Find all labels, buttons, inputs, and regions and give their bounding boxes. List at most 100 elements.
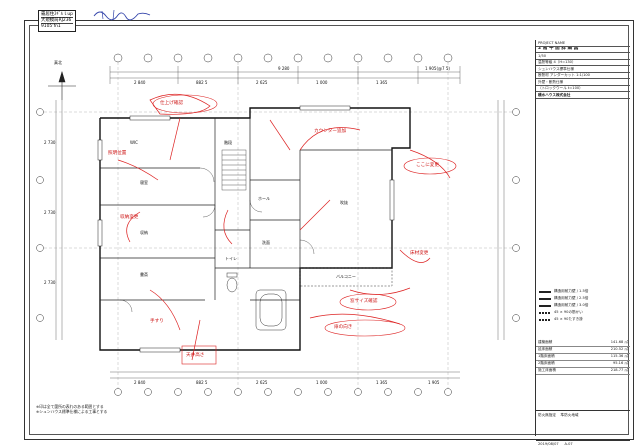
dim-total-top: 9 280: [278, 66, 290, 71]
north-arrow: [48, 70, 76, 100]
area-value: 95.16 ㎡: [612, 361, 628, 365]
tb-title: 2 階 平 面 詳 細 図: [536, 47, 630, 53]
legend-item: 構造用耐力壁 / 1.5倍: [536, 288, 630, 295]
tb-maker: 積水ハウス株式会社: [536, 92, 630, 99]
title-block: PROJECT NAME 2 階 平 面 詳 細 図 1/50 温熱等級 4（H…: [535, 40, 630, 446]
red-note-3: ここに変更: [416, 163, 439, 168]
legend-label: 構造用耐力壁 / 3.0倍: [554, 303, 589, 308]
room-label-toilet: トイレ: [225, 256, 237, 261]
legend-swatch: [539, 297, 551, 300]
dim-top-6: 1 905(@7 5): [425, 66, 450, 71]
fire-zone-box: 防火無指定 準防火地域: [536, 410, 630, 420]
signature-scribble: [93, 9, 151, 21]
dim-left-2: 2 730: [44, 210, 56, 215]
tb-row-3: 断熱材 アンダーカット 1:1/100: [536, 73, 630, 79]
interior-walls: [100, 118, 392, 301]
red-note-7: 扉の向き: [334, 325, 353, 330]
dim-bottom-2: 882 5: [196, 380, 208, 385]
grid-bubbles-top: [113, 53, 453, 63]
inner-frame: [29, 25, 629, 435]
legend-swatch: [539, 311, 551, 314]
tb-project: PROJECT NAME: [536, 40, 630, 47]
legend-item: 45 × 90の筋かい: [536, 309, 630, 316]
red-note-1: 仕上げ確認: [160, 101, 183, 106]
balcony: [299, 267, 393, 287]
tb-scale: 1/50: [536, 53, 630, 60]
sheet-number: A-07: [564, 442, 573, 446]
area-value: 218.77 ㎡: [610, 368, 628, 372]
area-name: 施工床面積: [538, 368, 556, 372]
room-label-balcony: バルコニー: [336, 274, 356, 279]
fire-zone-none: 防火無指定: [538, 413, 556, 417]
red-note-10: 床材変更: [410, 251, 429, 256]
bottom-note: ※印は全て箇所の表れのある範囲とする ※シュンハウス標準仕様による工事とする: [36, 404, 107, 414]
area-value: 115.36 ㎡: [610, 354, 628, 358]
dim-bottom-1: 2 840: [134, 380, 146, 385]
legend-item: 45 × 90たすき掛: [536, 316, 630, 323]
room-label-storage: 収納: [140, 230, 148, 235]
legend-label: 構造用耐力壁 / 1.5倍: [554, 289, 589, 294]
dim-top-5: 1 365: [376, 80, 388, 85]
room-label-hall: ホール: [258, 196, 270, 201]
area-row: 施工床面積 218.77 ㎡: [536, 368, 630, 375]
legend-label: 45 × 90たすき掛: [554, 317, 583, 322]
dimension-lines: [55, 66, 505, 379]
fire-zone-quasi: 準防火地域: [560, 413, 579, 417]
room-label-washroom: 洗面: [262, 240, 270, 245]
dim-bottom-5: 1 365: [376, 380, 388, 385]
grid-bubbles-left: [36, 108, 44, 322]
area-row: 2階床面積 95.16 ㎡: [536, 361, 630, 368]
tb-row-4: 外壁・断熱仕様: [536, 79, 630, 86]
red-note-9: 天井高さ: [186, 353, 205, 358]
north-label: 真北: [54, 60, 62, 65]
bottom-note-line-2: ※シュンハウス標準仕様による工事とする: [36, 409, 108, 414]
legend-item: 構造用耐力壁 / 2.5倍: [536, 295, 630, 302]
area-name: 建築面積: [538, 340, 553, 344]
grid-bubbles-right: [512, 108, 520, 322]
area-name: 2階床面積: [538, 361, 555, 365]
legend-swatch: [539, 290, 551, 293]
red-note-5: 収納変更: [120, 215, 139, 220]
grid-lines: [44, 62, 512, 388]
dim-bottom-6: 1 905: [428, 380, 440, 385]
approval-stamp: 霧居住ｽｷﾞﾙｌup 大規模局RJ236 9105’fn1: [38, 10, 76, 32]
bottom-note-line-1: ※印は全て箇所の表れのある範囲とする: [36, 404, 104, 409]
stamp-line-3: 9105’fn1: [41, 24, 61, 30]
dim-top-1: 2 840: [134, 80, 146, 85]
bathtub: [255, 289, 287, 331]
legend-swatch: [539, 304, 551, 307]
red-note-4: カウンター追加: [314, 129, 347, 134]
drawing-sheet: [24, 20, 634, 440]
room-label-wic: WIC: [130, 140, 138, 145]
room-label-study: 書斎: [140, 272, 148, 277]
dim-top-3: 2 625: [256, 80, 268, 85]
area-row: 延床面積 210.52 ㎡: [536, 347, 630, 354]
area-name: 延床面積: [538, 347, 553, 351]
drawing-date: 2019/08/07: [538, 442, 559, 446]
door-swings: [119, 167, 315, 313]
red-note-6: 窓サイズ確認: [350, 299, 378, 304]
legend-item: 構造用耐力壁 / 3.0倍: [536, 302, 630, 309]
legend-label: 構造用耐力壁 / 2.5倍: [554, 296, 589, 301]
legend-swatch: [539, 318, 551, 321]
windows: [97, 105, 395, 353]
legend-label: 45 × 90の筋かい: [554, 310, 583, 315]
tb-row-1: 温熱等級 4（H=130）: [536, 60, 630, 66]
area-value: 141.68 ㎡: [610, 340, 628, 344]
dim-left-3: 2 730: [44, 280, 56, 285]
tb-row-2: シュンハウス標準仕様: [536, 66, 630, 73]
dim-bottom-3: 2 625: [256, 380, 268, 385]
date-box: 2019/08/07 A-07: [536, 440, 630, 448]
toilet: [226, 272, 238, 293]
red-markup-strokes: [117, 93, 451, 361]
room-label-stairs: 階段: [224, 140, 232, 145]
room-label-atrium: 吹抜: [340, 200, 348, 205]
area-value: 210.52 ㎡: [610, 347, 628, 351]
area-row: 1階床面積 115.36 ㎡: [536, 354, 630, 361]
area-name: 1階床面積: [538, 354, 555, 358]
area-row: 建築面積 141.68 ㎡: [536, 340, 630, 347]
red-note-8: 手すり: [150, 319, 164, 324]
dim-bottom-4: 1 000: [316, 380, 328, 385]
